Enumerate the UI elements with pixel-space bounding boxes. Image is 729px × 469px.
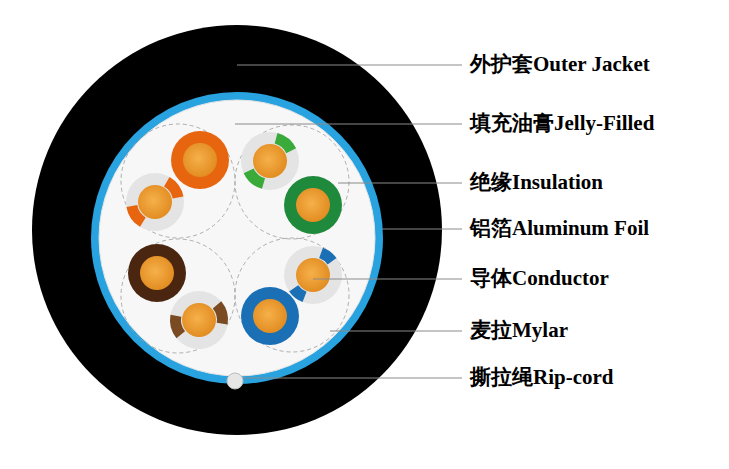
- part-label: 填充油膏Jelly-Filled: [470, 111, 654, 136]
- mylar-wrap: [99, 100, 375, 376]
- leader-lines: [235, 65, 462, 378]
- aluminum-foil: [91, 92, 383, 384]
- jelly-filling: [99, 100, 375, 376]
- rip-cord: [227, 373, 243, 389]
- part-label: 麦拉Mylar: [470, 318, 568, 343]
- part-label: 绝缘Insulation: [470, 170, 603, 195]
- blue-pair: [241, 245, 343, 345]
- orange-pair: [123, 131, 229, 234]
- outer-jacket: [32, 25, 442, 435]
- pair-boundaries: [121, 124, 349, 353]
- green-pair: [241, 132, 342, 234]
- part-label: 铝箔Aluminum Foil: [470, 216, 649, 241]
- part-label: 撕拉绳Rip-cord: [470, 365, 614, 390]
- part-label: 导体Conductor: [470, 266, 609, 291]
- brown-pair: [128, 244, 232, 353]
- part-label: 外护套Outer Jacket: [470, 52, 650, 77]
